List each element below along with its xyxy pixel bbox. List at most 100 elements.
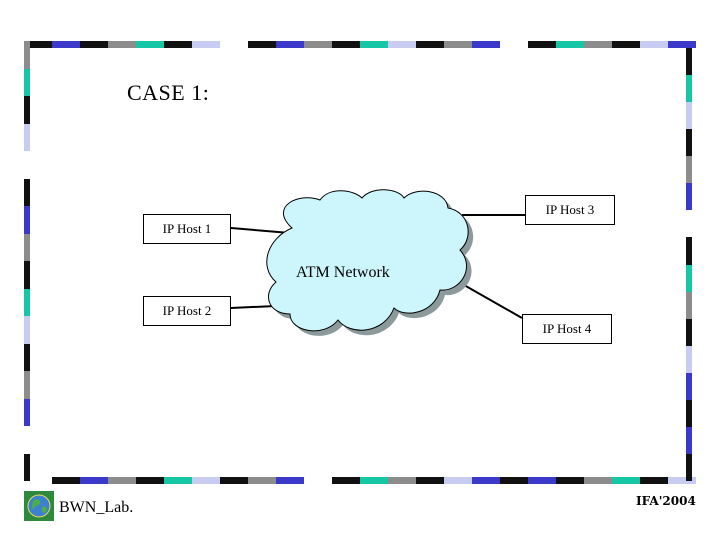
border-segment — [556, 477, 584, 484]
bottom-border-stripe — [24, 477, 696, 484]
border-segment — [686, 291, 692, 319]
ip-host-1-box: IP Host 1 — [143, 214, 231, 244]
border-segment — [472, 41, 500, 48]
footer-conference: IFA'2004 — [636, 494, 696, 508]
border-segment — [584, 477, 612, 484]
border-segment — [686, 318, 692, 346]
border-segment — [686, 48, 692, 76]
border-segment — [686, 210, 692, 238]
footer-lab-name: BWN_Lab. — [59, 499, 134, 516]
border-segment — [416, 41, 444, 48]
border-segment — [80, 477, 108, 484]
border-segment — [556, 41, 584, 48]
border-segment — [164, 477, 192, 484]
border-segment — [24, 68, 30, 96]
border-segment — [24, 261, 30, 289]
border-segment — [686, 453, 692, 481]
border-segment — [24, 316, 30, 344]
border-segment — [332, 477, 360, 484]
border-segment — [24, 343, 30, 371]
border-segment — [136, 41, 164, 48]
border-segment — [388, 41, 416, 48]
border-segment — [24, 96, 30, 124]
border-segment — [24, 233, 30, 261]
border-segment — [220, 477, 248, 484]
border-segment — [500, 477, 528, 484]
border-segment — [686, 102, 692, 130]
border-segment — [388, 477, 416, 484]
globe-logo-icon — [24, 491, 54, 521]
border-segment — [686, 129, 692, 157]
border-segment — [192, 477, 220, 484]
border-segment — [640, 477, 668, 484]
ip-host-2-label: IP Host 2 — [162, 303, 212, 318]
border-segment — [686, 237, 692, 265]
border-segment — [686, 345, 692, 373]
border-segment — [444, 41, 472, 48]
border-segment — [686, 264, 692, 292]
border-segment — [528, 41, 556, 48]
border-segment — [24, 178, 30, 206]
border-segment — [360, 41, 388, 48]
border-segment — [220, 41, 248, 48]
border-segment — [668, 477, 696, 484]
border-segment — [686, 183, 692, 211]
link-host-1 — [230, 227, 291, 234]
border-segment — [108, 41, 136, 48]
border-segment — [304, 477, 332, 484]
border-segment — [640, 41, 668, 48]
border-segment — [24, 41, 30, 69]
border-segment — [164, 41, 192, 48]
right-border-stripe — [686, 48, 692, 481]
border-segment — [52, 41, 80, 48]
ip-host-4-box: IP Host 4 — [522, 314, 612, 344]
border-segment — [24, 151, 30, 179]
left-border-stripe — [24, 41, 30, 481]
border-segment — [24, 123, 30, 151]
ip-host-3-box: IP Host 3 — [525, 195, 615, 225]
border-segment — [686, 75, 692, 103]
border-segment — [136, 477, 164, 484]
border-segment — [192, 41, 220, 48]
border-segment — [24, 41, 52, 48]
border-segment — [276, 477, 304, 484]
border-segment — [24, 398, 30, 426]
top-border-stripe — [24, 41, 696, 48]
border-segment — [584, 41, 612, 48]
border-segment — [24, 371, 30, 399]
border-segment — [612, 477, 640, 484]
border-segment — [472, 477, 500, 484]
border-segment — [24, 288, 30, 316]
border-segment — [24, 453, 30, 481]
border-segment — [686, 372, 692, 400]
link-host-4 — [463, 284, 523, 319]
border-segment — [668, 41, 696, 48]
border-segment — [528, 477, 556, 484]
border-segment — [52, 477, 80, 484]
border-segment — [686, 156, 692, 184]
border-segment — [360, 477, 388, 484]
border-segment — [500, 41, 528, 48]
border-segment — [24, 206, 30, 234]
slide-title: CASE 1: — [127, 80, 210, 105]
border-segment — [686, 399, 692, 427]
border-segment — [248, 41, 276, 48]
link-host-2 — [230, 305, 277, 309]
border-segment — [332, 41, 360, 48]
border-segment — [686, 426, 692, 454]
border-segment — [248, 477, 276, 484]
border-segment — [24, 477, 52, 484]
ip-host-3-label: IP Host 3 — [545, 202, 595, 217]
border-segment — [612, 41, 640, 48]
border-segment — [416, 477, 444, 484]
atm-network-label: ATM Network — [296, 264, 390, 281]
border-segment — [80, 41, 108, 48]
border-segment — [444, 477, 472, 484]
ip-host-2-box: IP Host 2 — [143, 296, 231, 326]
atm-network-cloud — [266, 189, 469, 332]
border-segment — [24, 426, 30, 454]
border-segment — [304, 41, 332, 48]
ip-host-1-label: IP Host 1 — [162, 221, 212, 236]
border-segment — [108, 477, 136, 484]
